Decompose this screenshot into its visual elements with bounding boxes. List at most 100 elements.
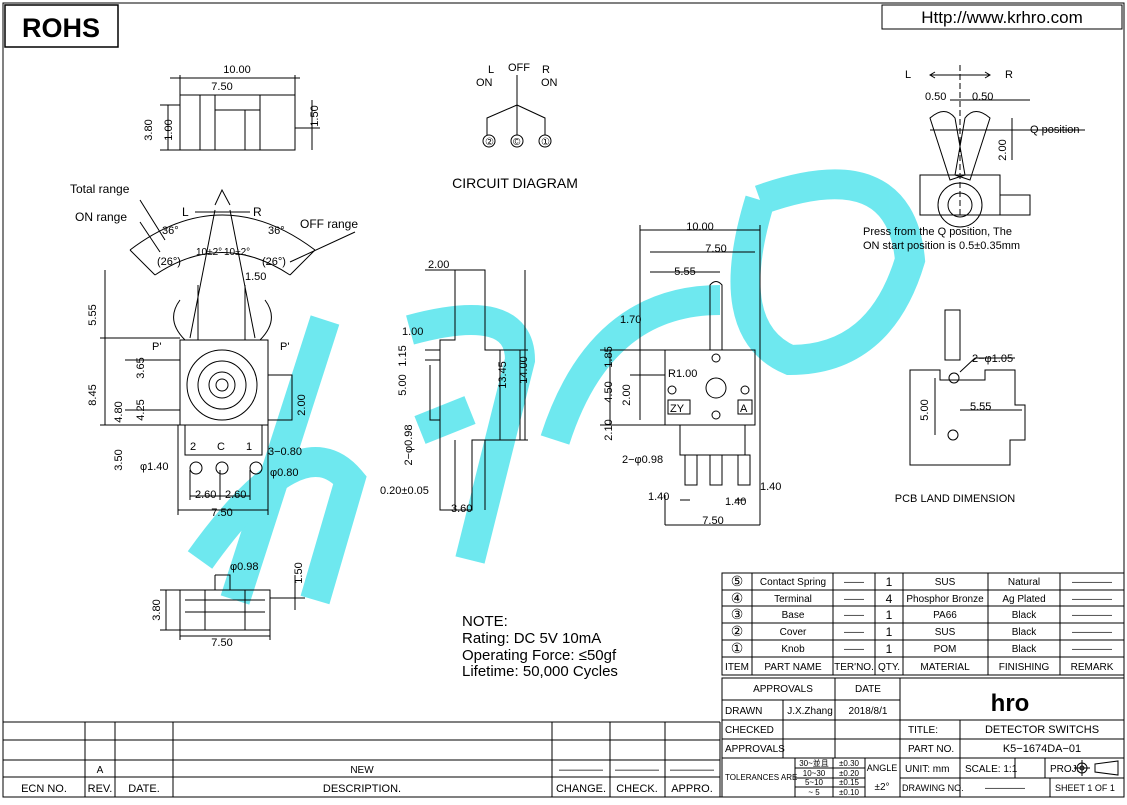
side-view: 2.00 1.00 1.15 5.00 13.45 14.00 2−φ0.98 … xyxy=(380,259,530,515)
dim-top-base: 1.00 xyxy=(163,119,175,140)
arc-left: (26°) xyxy=(157,256,181,268)
bom-row-4-remark: ———— xyxy=(1072,627,1112,638)
pcb-land-view: 2−φ1.05 5.00 5.55 PCB LAND DIMENSION xyxy=(895,309,1026,505)
pin-2: ② xyxy=(485,137,494,148)
dim-front-7: 2.00 xyxy=(296,394,308,415)
rev-change-val: ———— xyxy=(559,764,603,776)
label-off-range: OFF range xyxy=(300,217,358,231)
rev-value: A xyxy=(97,765,104,776)
bom-hdr-material: MATERIAL xyxy=(920,662,970,673)
q-position-view: L R 0.50 0.50 Q position 2.00 Press from… xyxy=(863,65,1085,252)
q-note-1: Press from the Q position, The xyxy=(863,226,1012,238)
dim-side-4: 5.00 xyxy=(397,374,409,395)
note-block: NOTE: Rating: DC 5V 10mA Operating Force… xyxy=(462,613,618,680)
bottom-dim-1: φ0.98 xyxy=(230,561,259,573)
dim-back-9: 2.10 xyxy=(603,419,615,440)
bottom-dim-4: 7.50 xyxy=(211,637,232,649)
dim-side-2: 1.00 xyxy=(402,326,423,338)
bom-row-5-remark: ———— xyxy=(1072,644,1112,655)
tb-angle: ANGLE xyxy=(867,763,898,773)
dim-side-1: 2.00 xyxy=(428,259,449,271)
bom-row-4-finishing: Black xyxy=(1012,627,1037,638)
front-pin-c: C xyxy=(217,441,225,453)
dim-top-right: 1.50 xyxy=(309,105,321,126)
dim-front-11: φ0.80 xyxy=(270,467,299,479)
dim-back-3: 5.55 xyxy=(674,266,695,278)
bom-row-2-ter: —— xyxy=(844,594,864,605)
tb-tol-val-2: ±0.20 xyxy=(839,769,860,778)
dim-side-7: 2−φ0.98 xyxy=(403,424,415,465)
dim-front-2: 5.55 xyxy=(87,304,99,325)
tb-sheet: SHEET 1 OF 1 xyxy=(1055,783,1115,793)
p-right: P' xyxy=(280,341,289,353)
rev-check-val: ———— xyxy=(615,764,659,776)
tb-approvals: APPROVALS xyxy=(725,744,785,755)
bom-row-2-remark: ———— xyxy=(1072,594,1112,605)
angle-right: 36° xyxy=(268,225,285,237)
dim-back-8: 2.00 xyxy=(621,384,633,405)
dim-side-6: 14.00 xyxy=(518,356,530,384)
top-view: 10.00 7.50 3.80 1.00 1.50 xyxy=(143,64,321,151)
title-block xyxy=(721,677,1125,798)
tb-tol-val-4: ±0.10 xyxy=(839,788,860,797)
tb-proj: PROJ. xyxy=(1050,764,1079,775)
tb-angle-val: ±2° xyxy=(874,782,889,793)
dim-top-width: 10.00 xyxy=(223,64,251,76)
bom-row-4-material: SUS xyxy=(935,627,956,638)
rev-hdr-ecn: ECN NO. xyxy=(21,783,67,795)
revision-block xyxy=(3,721,721,798)
circuit-l: L xyxy=(488,64,494,76)
back-view: 10.00 7.50 5.55 1.70 1.85 R1.00 4.50 2.0… xyxy=(600,221,781,527)
rev-hdr-rev: REV. xyxy=(88,783,113,795)
tb-date-hdr: DATE xyxy=(855,684,881,695)
label-front-r: R xyxy=(253,205,262,219)
q-dim-right: 0.50 xyxy=(972,91,993,103)
dim-back-7: 4.50 xyxy=(603,381,615,402)
pcb-dim-1: 2−φ1.05 xyxy=(972,353,1013,365)
dim-front-5: 4.80 xyxy=(113,401,125,422)
tb-tol-range-3: 5~10 xyxy=(805,778,824,787)
dim-top-height: 3.80 xyxy=(143,119,155,140)
tb-tolerances: TOLERANCES ARE xyxy=(725,773,797,782)
q-dim: 2.00 xyxy=(997,139,1009,160)
revision-text: A NEW ———— ———— ———— ECN NO. REV. DATE. … xyxy=(21,764,714,795)
bom-row-1-material: SUS xyxy=(935,577,956,588)
projection-symbol-icon xyxy=(1074,760,1119,776)
q-dim-left: 0.50 xyxy=(925,91,946,103)
rev-desc: NEW xyxy=(350,765,374,776)
label-on-range: ON range xyxy=(75,210,127,224)
bom-row-4-part: Cover xyxy=(780,627,807,638)
p-left: P' xyxy=(152,341,161,353)
circuit-diagram: L ON OFF R ON ② © ① CIRCUIT DIAGRAM xyxy=(452,62,578,191)
bom-row-2-qty: 4 xyxy=(886,592,893,606)
circuit-off: OFF xyxy=(508,62,530,74)
website-url[interactable]: Http://www.krhro.com xyxy=(921,8,1083,27)
rev-hdr-change: CHANGE. xyxy=(556,783,606,795)
rev-hdr-desc: DESCRIPTION. xyxy=(323,783,401,795)
dim-front-6: 4.25 xyxy=(135,399,147,420)
bom-row-3-qty: 1 xyxy=(886,608,893,622)
bom-row-4-ter: —— xyxy=(844,627,864,638)
watermark-logo xyxy=(187,169,926,605)
bom-row-1-finishing: Natural xyxy=(1008,577,1040,588)
bom-row-3-remark: ———— xyxy=(1072,610,1112,621)
bottom-dim-3: 3.80 xyxy=(151,599,163,620)
bom-row-1-qty: 1 xyxy=(886,575,893,589)
bom-row-3-finishing: Black xyxy=(1012,610,1037,621)
label-total-range: Total range xyxy=(70,182,130,196)
dim-front-1: 1.50 xyxy=(245,271,266,283)
tb-scale: SCALE: 1:1 xyxy=(965,764,1018,775)
q-label: Q position xyxy=(1030,124,1080,136)
dim-side-8: 0.20±0.05 xyxy=(380,485,429,497)
bom-row-5-finishing: Black xyxy=(1012,644,1037,655)
tb-part-val: K5−1674DA−01 xyxy=(1003,743,1081,755)
tb-tol-range-2: 10~30 xyxy=(803,769,826,778)
bom-table xyxy=(721,572,1125,676)
bom-row-1-part: Contact Spring xyxy=(760,577,826,588)
arc-right: (26°) xyxy=(262,256,286,268)
bom-row-3-part: Base xyxy=(782,610,805,621)
q-note-2: ON start position is 0.5±0.35mm xyxy=(863,240,1020,252)
dim-back-1: 10.00 xyxy=(686,221,714,233)
dim-front-13: 2.60 xyxy=(225,489,246,501)
tb-checked: CHECKED xyxy=(725,725,774,736)
